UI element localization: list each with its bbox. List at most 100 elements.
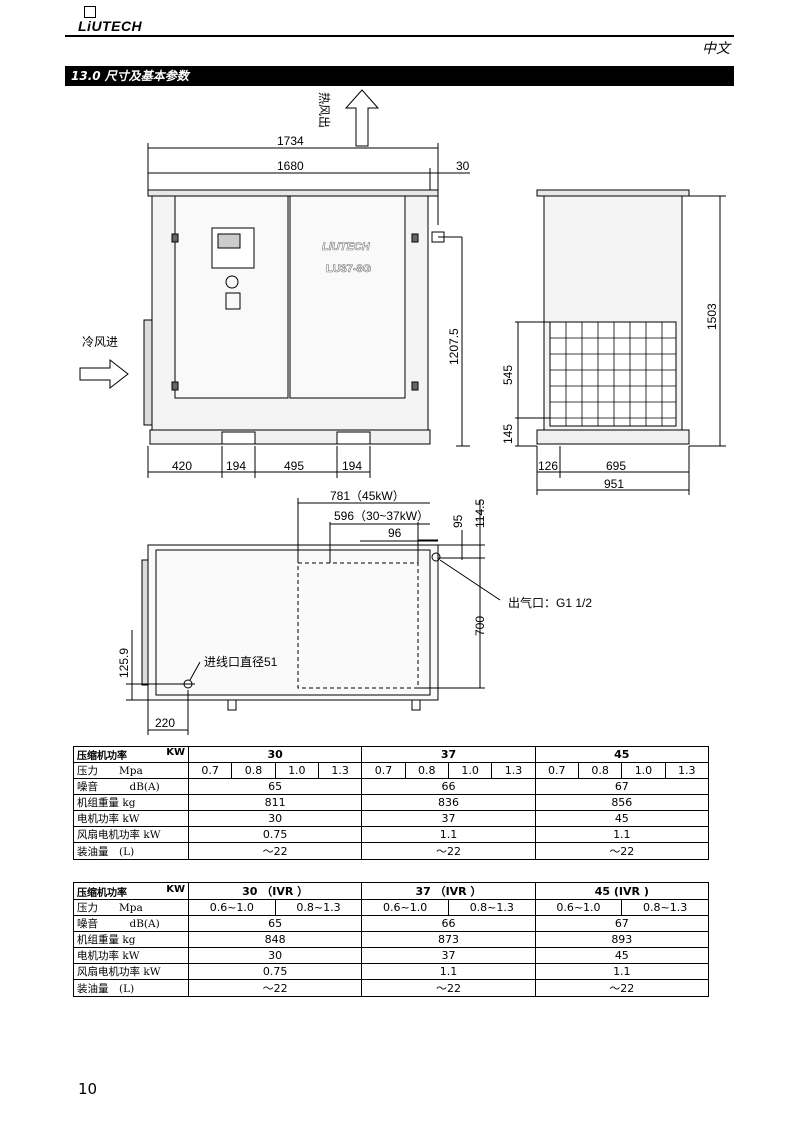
table-cell: 1.1 (361, 963, 536, 980)
row-label: 风扇电机功率 kW (73, 826, 189, 843)
table-cell: 45 (534, 810, 710, 827)
table-cell: 1.1 (534, 826, 710, 843)
pressure-label: 压力 Mpa (73, 899, 189, 916)
header-rule (65, 35, 734, 37)
panel-model: LU37-8G (326, 263, 371, 275)
pressure-cell: 0.8 (404, 762, 449, 779)
pressure-cell: 1.0 (274, 762, 319, 779)
table-row: 噪音 dB(A) 65 66 67 (73, 915, 710, 932)
table-row: 机组重量 kg 848 873 893 (73, 931, 710, 948)
table-cell: 30 (187, 810, 363, 827)
pressure-cell: 0.8~1.3 (621, 899, 709, 916)
table-cell: 0.75 (187, 826, 363, 843)
table-cell: 65 (187, 915, 363, 932)
table-row: 电机功率 kW 30 37 45 (73, 810, 710, 827)
table-cell: 0.75 (187, 963, 363, 980)
dim-596: 596（30~37kW） (334, 509, 429, 523)
cable-inlet-label: 进线口直径51 (204, 655, 278, 669)
outlet-label: 出气口：G1 1/2 (508, 595, 592, 610)
language-label: 中文 (702, 41, 730, 57)
table-row: 噪音 dB(A) 65 66 67 (73, 778, 710, 795)
model-header: 30 （IVR ） (187, 882, 363, 900)
pressure-cell: 0.8 (577, 762, 623, 779)
pressure-cell: 0.8~1.3 (447, 899, 536, 916)
pressure-cell: 1.3 (491, 762, 536, 779)
dim-194-a: 194 (226, 459, 246, 473)
table-cell: ～22 (534, 842, 710, 860)
table-cell: 30 (187, 947, 363, 964)
table-cell: 37 (361, 947, 536, 964)
table-cell: ～22 (361, 979, 536, 997)
table-cell: 893 (534, 931, 710, 948)
page-number: 10 (78, 1080, 98, 1098)
brand-logo: LiUTECH (78, 6, 168, 34)
model-header: 30 (187, 746, 363, 763)
pressure-cell: 0.6~1.0 (188, 899, 276, 916)
table-cell: ～22 (187, 979, 363, 997)
dimension-drawing: 热风出 1734 1680 30 LiUTECH LU37-8G 1207.5 … (79, 89, 726, 735)
table-cell: 1.1 (534, 963, 710, 980)
dim-30: 30 (456, 159, 470, 173)
row-label: 机组重量 kg (73, 794, 189, 811)
table-cell: ～22 (361, 842, 536, 860)
dim-1503: 1503 (705, 303, 719, 330)
pressure-cell: 1.0 (447, 762, 493, 779)
power-label: 压缩机功率 (77, 887, 127, 899)
power-unit: KW (166, 883, 185, 895)
row-label: 电机功率 kW (73, 947, 189, 964)
pressure-cell: 0.7 (534, 762, 579, 779)
row-label: 噪音 dB(A) (73, 778, 189, 795)
dim-95: 95 (451, 514, 465, 528)
table-cell: 66 (361, 778, 536, 795)
table-cell: 1.1 (361, 826, 536, 843)
table-cell: 67 (534, 778, 710, 795)
table-cell: ～22 (187, 842, 363, 860)
pressure-cell: 0.7 (187, 762, 233, 779)
pressure-cell: 1.3 (317, 762, 363, 779)
table-cell: 836 (361, 794, 536, 811)
table-row: 机组重量 kg 811 836 856 (73, 794, 710, 811)
row-label: 电机功率 kW (73, 810, 189, 827)
dim-1207-5: 1207.5 (447, 328, 461, 365)
table-cell: 811 (187, 794, 363, 811)
table-cell: 37 (361, 810, 536, 827)
pressure-label: 压力 Mpa (73, 762, 189, 779)
hot-air-arrow-icon (344, 89, 380, 147)
row-label: 装油量 (L) (73, 979, 189, 997)
model-header: 45 (534, 746, 710, 763)
section-title: 13.0 尺寸及基本参数 (65, 66, 734, 86)
table-cell: 65 (187, 778, 363, 795)
table-cell: 67 (534, 915, 710, 932)
dim-781: 781（45kW） (330, 489, 405, 503)
table-cell: 848 (187, 931, 363, 948)
table-cell: 856 (534, 794, 710, 811)
pressure-cell: 0.6~1.0 (361, 899, 449, 916)
table-row: 装油量 (L) ～22 ～22 ～22 (73, 979, 710, 997)
row-label: 装油量 (L) (73, 842, 189, 860)
dim-125-9: 125.9 (117, 648, 131, 678)
table-row: 风扇电机功率 kW 0.75 1.1 1.1 (73, 963, 710, 980)
dim-1680: 1680 (277, 159, 304, 173)
model-header: 37 (361, 746, 536, 763)
row-label: 噪音 dB(A) (73, 915, 189, 932)
power-label: 压缩机功率 (77, 751, 127, 762)
table-cell: ～22 (534, 979, 710, 997)
pressure-cell: 0.8~1.3 (274, 899, 363, 916)
table-cell: 873 (361, 931, 536, 948)
table-row: 电机功率 kW 30 37 45 (73, 947, 710, 964)
row-label: 风扇电机功率 kW (73, 963, 189, 980)
dim-545: 545 (501, 365, 515, 385)
logo-mark-icon (84, 6, 96, 18)
dim-145: 145 (501, 424, 515, 444)
model-header: 37 （IVR ） (361, 882, 536, 900)
dim-951: 951 (604, 477, 624, 491)
power-unit: KW (166, 747, 185, 758)
table-cell: 45 (534, 947, 710, 964)
dim-420: 420 (172, 459, 192, 473)
cold-air-arrow-icon (79, 358, 129, 390)
dim-1734: 1734 (277, 134, 304, 148)
dim-220: 220 (155, 716, 175, 730)
pressure-cell: 0.6~1.0 (534, 899, 623, 916)
